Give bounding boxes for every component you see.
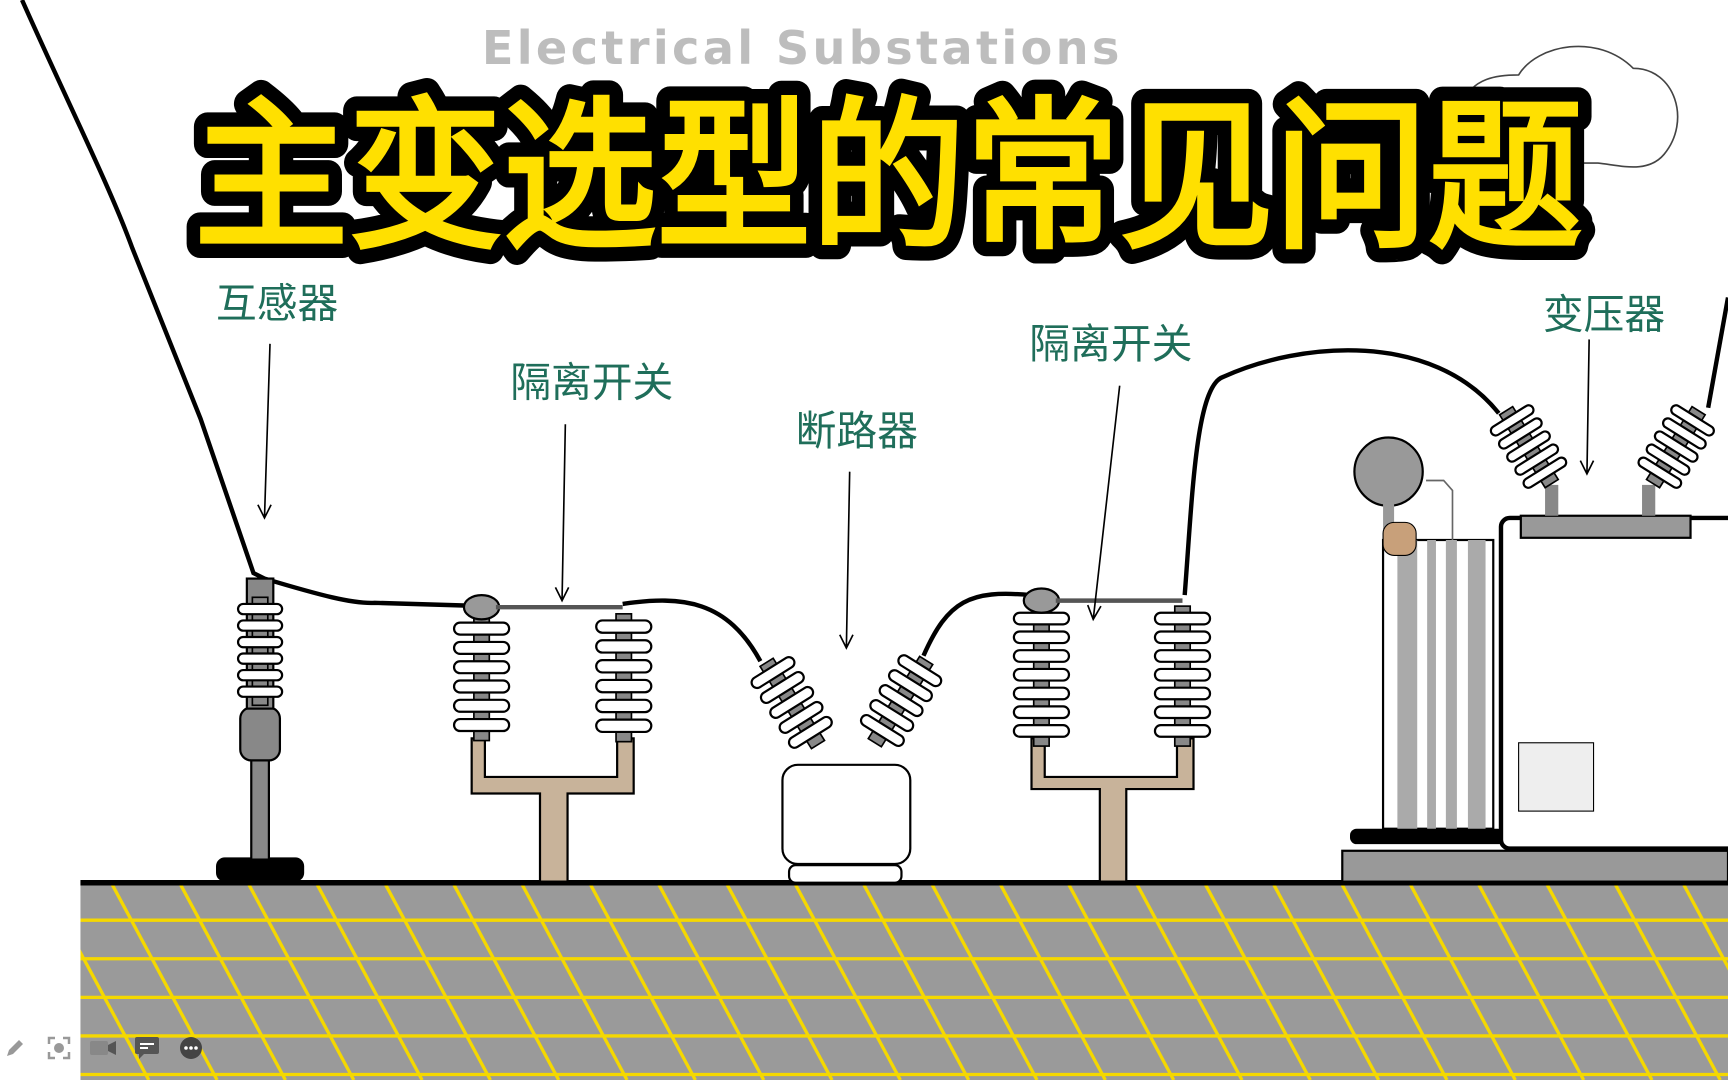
grid-line: [1682, 884, 1728, 971]
line-segment: [921, 591, 1031, 657]
disconnector-right: [1012, 587, 1212, 883]
line-segment: [1182, 348, 1501, 596]
grid-line: [315, 884, 424, 1080]
pencil-icon[interactable]: [0, 1034, 30, 1062]
grid-line: [520, 884, 629, 1080]
grid-line: [1614, 884, 1722, 1080]
grid-line: [179, 884, 287, 1080]
insulator: [452, 615, 511, 742]
ground: [80, 879, 1728, 1080]
grid-line: [794, 884, 902, 1080]
insulator: [859, 654, 943, 748]
player-toolbar: [0, 1030, 206, 1066]
label-arrows: [257, 339, 1595, 650]
grid-line: [1340, 884, 1449, 1080]
label-circuit-breaker: 断路器: [796, 407, 918, 455]
insulator: [750, 656, 833, 750]
label-disconnector-right: 隔离开关: [1029, 320, 1192, 368]
cloud: [1461, 45, 1679, 168]
grid-line: [930, 884, 1039, 1080]
grid-line: [452, 884, 561, 1080]
current-transformer: [216, 577, 305, 882]
line-segment: [1705, 297, 1728, 409]
label-current-transformer: 互感器: [216, 279, 338, 327]
grid-line: [1545, 884, 1654, 1080]
grid-line: [247, 884, 356, 1080]
insulator: [1637, 404, 1715, 489]
grid-line: [862, 884, 971, 1080]
label-transformer: 变压器: [1543, 290, 1665, 338]
overhead-line: [20, 0, 485, 609]
more-icon[interactable]: [176, 1034, 206, 1062]
insulator: [1153, 605, 1212, 747]
grid-line: [1204, 884, 1312, 1080]
insulator: [236, 596, 284, 707]
grid-line: [1409, 884, 1517, 1080]
video-title: 主变选型的常见问题: [194, 84, 1583, 273]
line-segment: [622, 598, 763, 663]
label-disconnector-left: 隔离开关: [510, 359, 673, 407]
subtitle: Electrical Substations: [482, 21, 1123, 75]
screenshot-icon[interactable]: [44, 1034, 74, 1062]
insulator: [1012, 605, 1071, 747]
circuit-breaker: [750, 654, 943, 884]
grid-line: [657, 884, 766, 1080]
grid-line: [725, 884, 834, 1080]
grid-line: [589, 884, 697, 1080]
camera-icon[interactable]: [88, 1034, 118, 1062]
insulator: [1489, 404, 1568, 489]
grid-line: [999, 884, 1107, 1080]
power-transformer: [1341, 404, 1728, 883]
grid-line: [1272, 884, 1381, 1080]
grid-line: [80, 949, 151, 1080]
grid-line: [1477, 884, 1586, 1080]
comment-icon[interactable]: [132, 1034, 162, 1062]
grid-line: [1135, 884, 1244, 1080]
disconnector-left: [452, 594, 653, 883]
insulator: [595, 613, 653, 743]
grid-line: [1067, 884, 1176, 1080]
grid-line: [384, 884, 492, 1080]
